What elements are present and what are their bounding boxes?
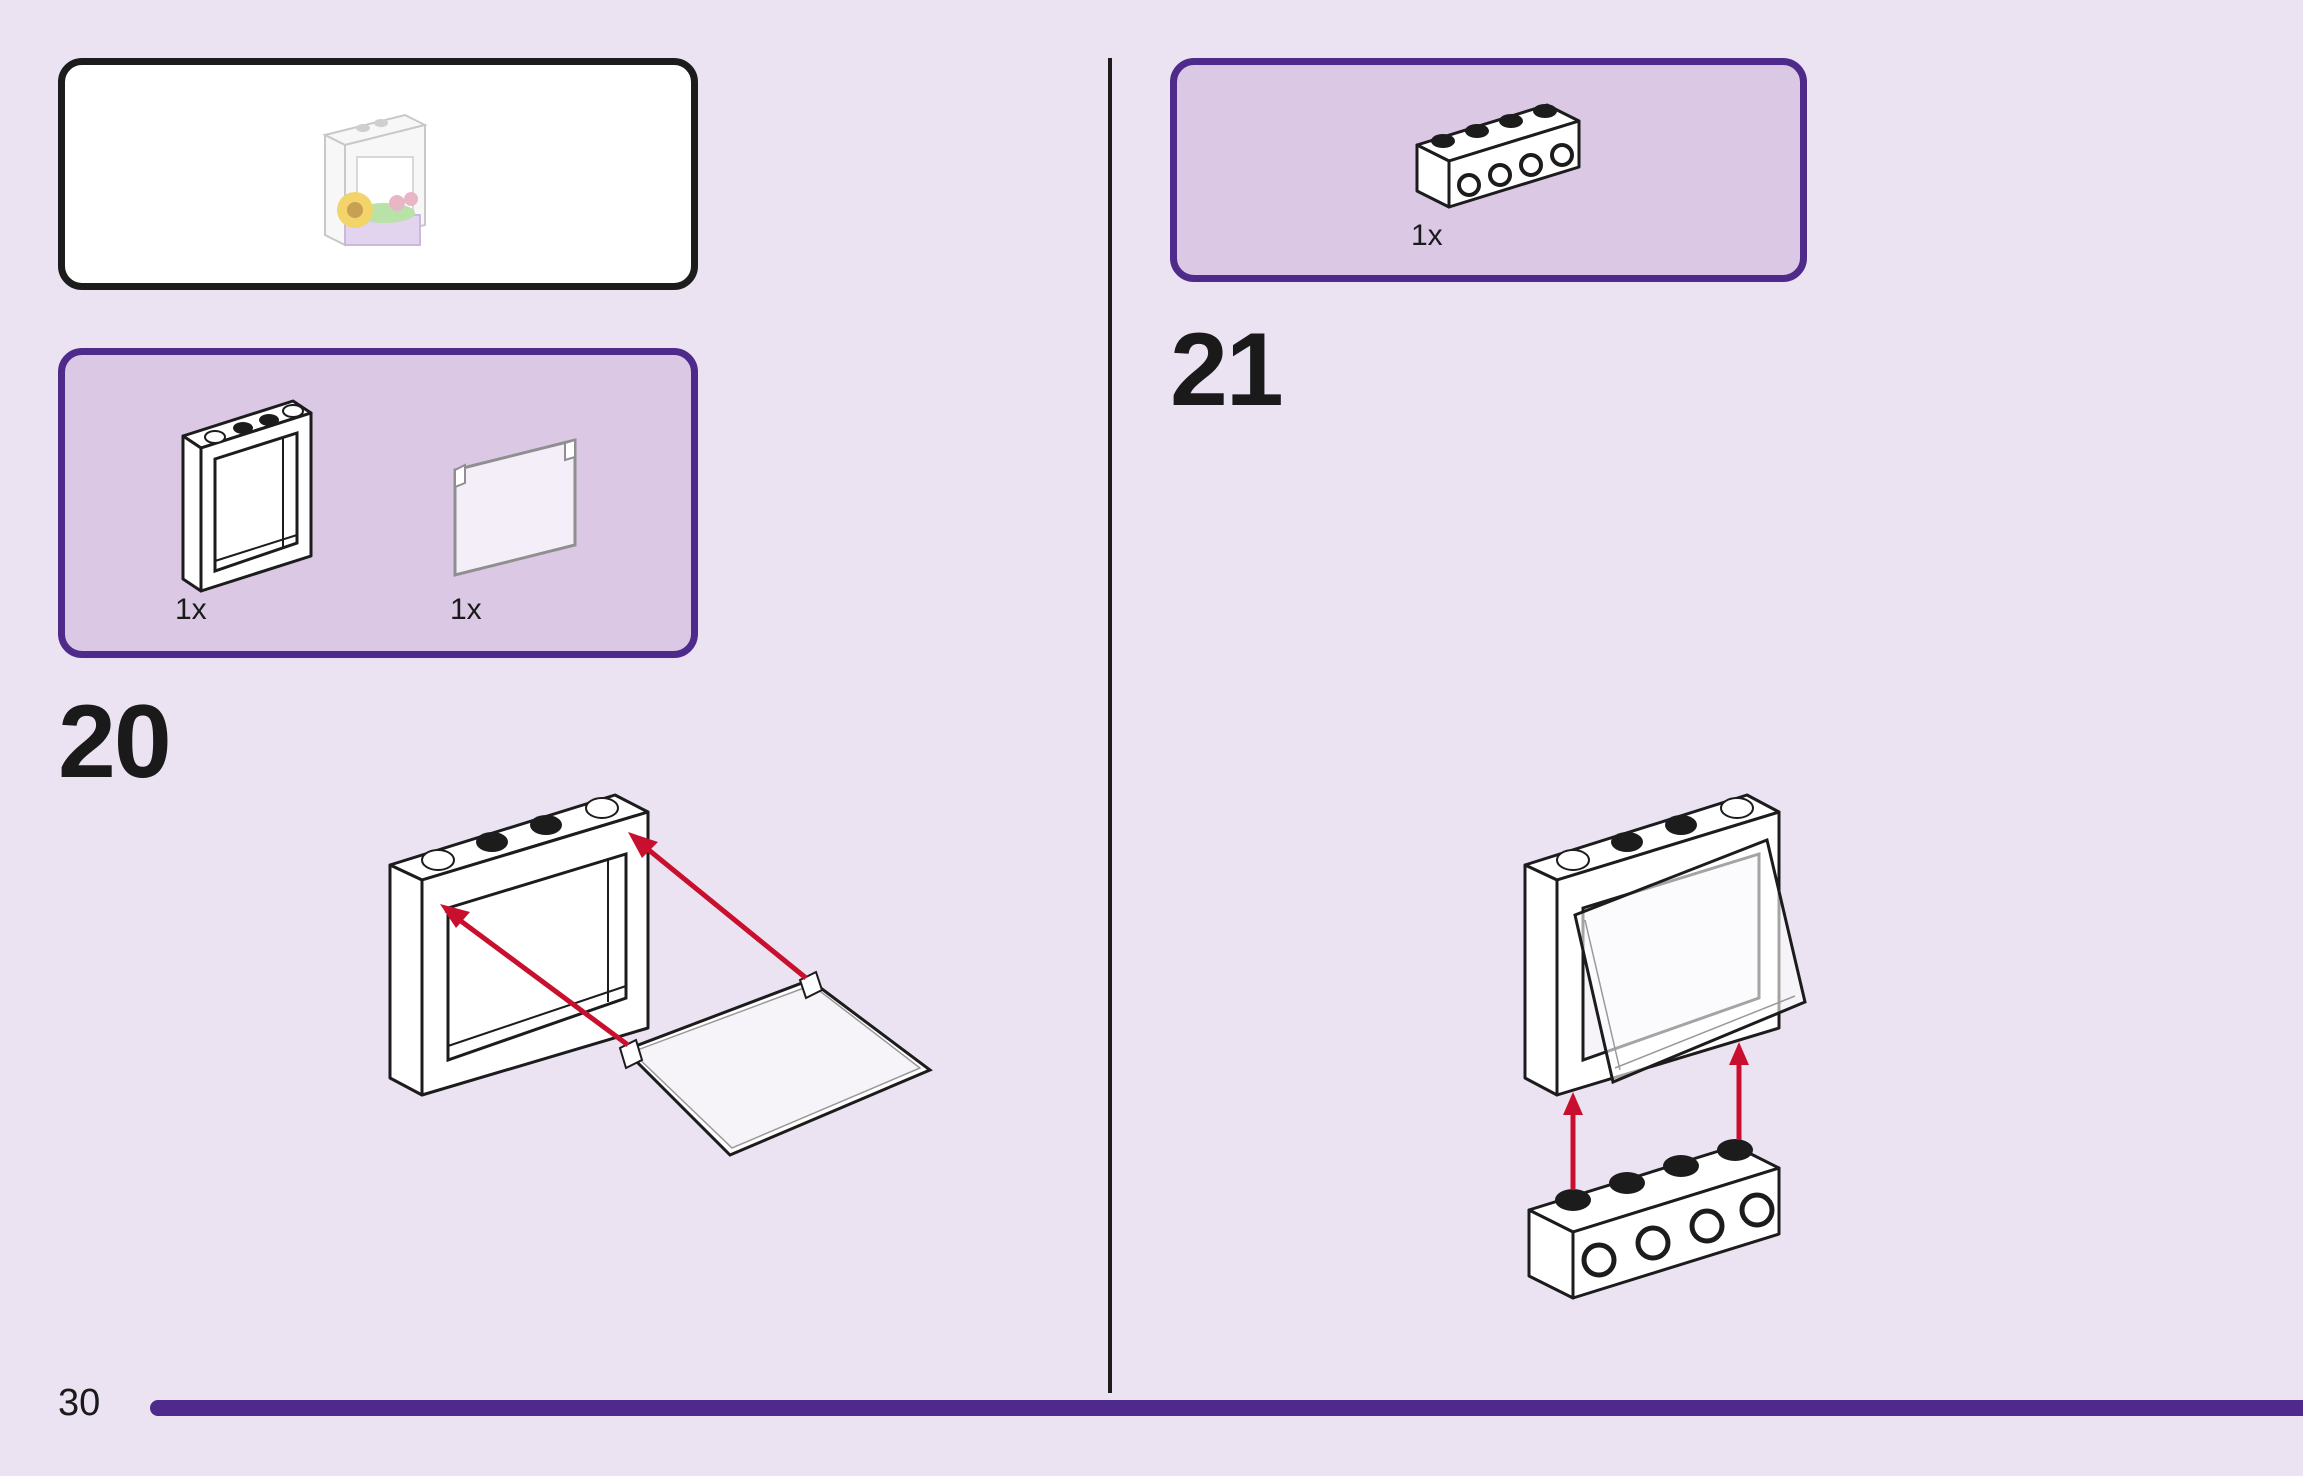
part-qty: 1x	[175, 593, 207, 626]
window-frame-icon	[181, 399, 313, 593]
step-number-21: 21	[1170, 312, 1284, 428]
part-qty: 1x	[1411, 219, 1443, 252]
step-number-20: 20	[58, 684, 172, 800]
step-20-illustration	[388, 793, 933, 1157]
flower-window-preview-icon	[322, 113, 428, 247]
progress-bar	[150, 1400, 2303, 1416]
parts-box-step-21: 1x	[1170, 58, 1807, 282]
brick-1x4-icon	[1415, 103, 1581, 209]
preview-box	[58, 58, 698, 290]
step-21-illustration	[1523, 793, 1807, 1300]
parts-box-step-20: 1x 1x	[58, 348, 698, 658]
glass-pane-icon	[453, 438, 577, 577]
page-number: 30	[58, 1382, 101, 1424]
part-qty: 1x	[450, 593, 482, 626]
page-divider	[1108, 58, 1112, 1393]
